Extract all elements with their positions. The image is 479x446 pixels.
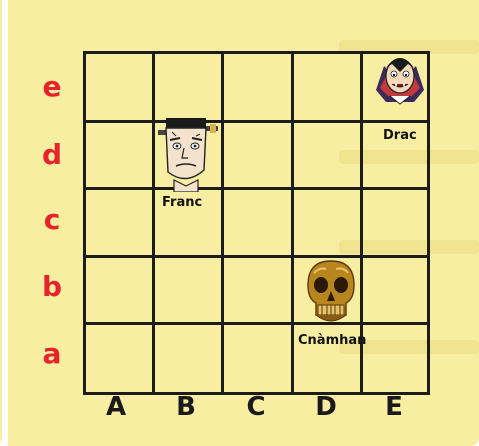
row-label-b: b [37, 270, 67, 303]
vampire-icon [370, 42, 430, 122]
row-label-a: a [37, 337, 67, 370]
frankenstein-icon [152, 112, 222, 192]
grid-line [86, 322, 427, 325]
row-label-c: c [37, 203, 67, 236]
column-label-c: C [236, 392, 276, 422]
grid-line [221, 54, 224, 392]
row-label-e: e [37, 70, 67, 103]
character-name-drac: Drac [383, 128, 417, 143]
column-label-b: B [166, 392, 206, 422]
grid-line [86, 255, 427, 258]
row-label-d: d [37, 138, 67, 171]
character-name-franc: Franc [162, 195, 202, 210]
column-label-a: A [96, 392, 136, 422]
character-name-cnamhan: Cnàmhan [298, 333, 366, 348]
grid-line [152, 54, 155, 392]
grid-line [86, 187, 427, 190]
column-label-e: E [374, 392, 414, 422]
skull-icon [300, 255, 362, 327]
column-label-d: D [306, 392, 346, 422]
grid-line [291, 54, 294, 392]
